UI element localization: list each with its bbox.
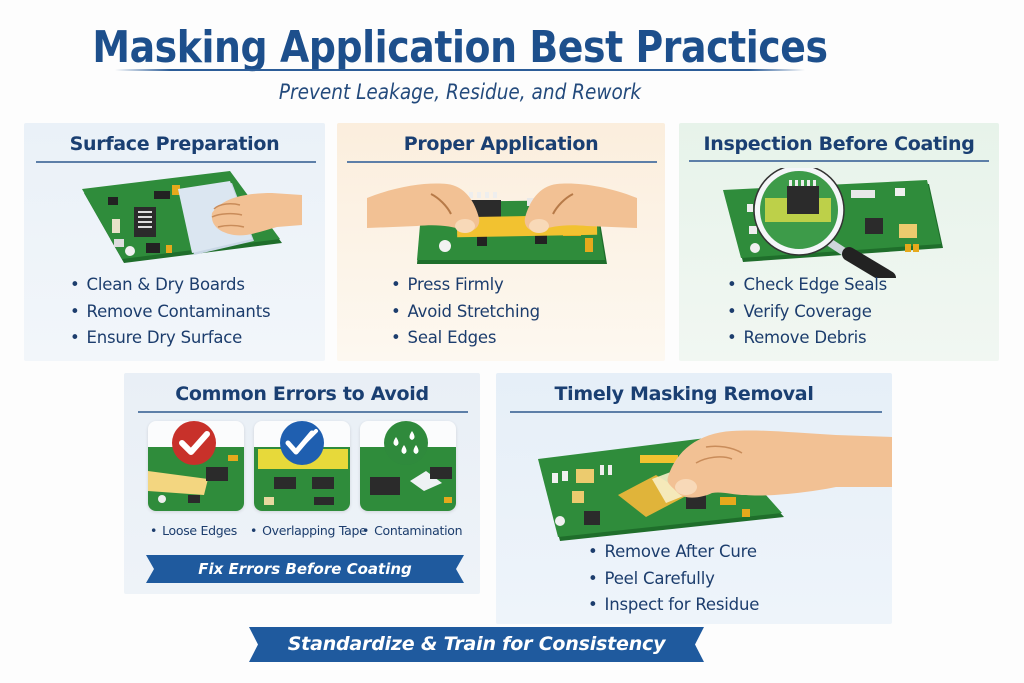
standardize-train-banner: Standardize & Train for Consistency xyxy=(249,627,704,662)
bullet-item: Seal Edges xyxy=(391,325,540,352)
bullet-item: Remove After Cure xyxy=(588,539,759,566)
bullet-list: Press Firmly Avoid Stretching Seal Edges xyxy=(391,272,541,352)
panel-divider xyxy=(138,411,468,413)
panel-surface-preparation: Surface Preparation Clean & Dry Boards R… xyxy=(24,123,325,361)
error-tile-loose-edges xyxy=(148,421,244,511)
panel-heading: Surface Preparation xyxy=(69,133,280,155)
bullet-list: Clean & Dry Boards Remove Contaminants E… xyxy=(70,272,271,352)
bullet-item: Remove Debris xyxy=(727,325,887,352)
bullet-item: Peel Carefully xyxy=(588,566,759,593)
bullet-list: Check Edge Seals Verify Coverage Remove … xyxy=(727,272,888,352)
error-tile-overlapping-tape xyxy=(254,421,350,511)
panel-divider xyxy=(36,161,316,163)
bullet-item: Press Firmly xyxy=(391,272,540,299)
tape-removal-illustration xyxy=(538,430,892,541)
error-label: Overlapping Tape xyxy=(250,523,367,538)
bullet-item: Check Edge Seals xyxy=(727,272,888,299)
panel-divider xyxy=(689,160,989,162)
bullet-item: Clean & Dry Boards xyxy=(70,272,270,299)
magnifier-inspection-illustration xyxy=(723,168,943,278)
error-label: Contamination xyxy=(362,523,462,538)
panel-heading: Inspection Before Coating xyxy=(703,133,975,155)
page-title: Masking Application Best Practices xyxy=(92,22,828,73)
tape-application-illustration xyxy=(367,183,637,264)
bullet-item: Verify Coverage xyxy=(727,299,887,326)
bullet-item: Remove Contaminants xyxy=(70,299,271,326)
bullet-list: Remove After Cure Peel Carefully Inspect… xyxy=(588,539,760,619)
panel-inspection-before-coating: Inspection Before Coating Check Edge Sea… xyxy=(679,123,999,361)
error-label: Loose Edges xyxy=(150,523,237,538)
ribbon-shape xyxy=(146,555,464,583)
panel-heading: Timely Masking Removal xyxy=(554,383,814,405)
bullet-item: Ensure Dry Surface xyxy=(70,325,270,352)
panel-heading: Proper Application xyxy=(403,133,599,155)
panel-proper-application: Proper Application Press Firmly Avoid St… xyxy=(337,123,665,361)
bullet-item: Avoid Stretching xyxy=(391,299,541,326)
title-divider xyxy=(115,69,805,71)
ribbon-text: Fix Errors Before Coating xyxy=(198,560,412,578)
ribbon-text: Standardize & Train for Consistency xyxy=(287,633,666,655)
panel-divider xyxy=(510,411,882,413)
bullet-item: Inspect for Residue xyxy=(588,592,760,619)
ribbon-shape xyxy=(249,627,704,662)
page-subtitle: Prevent Leakage, Residue, and Rework xyxy=(278,80,642,104)
panel-timely-removal: Timely Masking Removal Remove After Cure… xyxy=(496,373,892,624)
error-tile-contamination xyxy=(360,421,456,511)
fix-errors-banner: Fix Errors Before Coating xyxy=(146,555,464,583)
panel-divider xyxy=(347,161,657,163)
pcb-wipe-illustration xyxy=(82,171,302,263)
panel-heading: Common Errors to Avoid xyxy=(175,383,429,405)
